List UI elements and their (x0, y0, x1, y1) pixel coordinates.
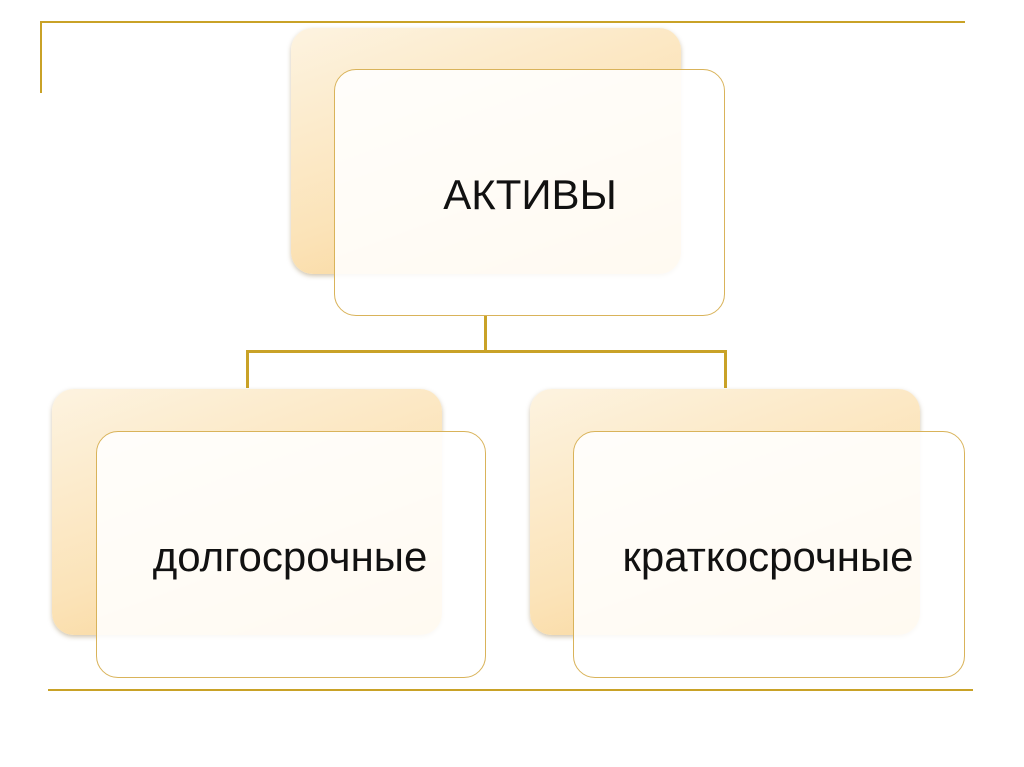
root-node-label: АКТИВЫ (443, 171, 617, 218)
connector-horizontal (246, 350, 727, 353)
bottom-frame-line (48, 689, 973, 691)
root-node-front-card (334, 69, 725, 316)
child-node-short-term-label: краткосрочные (622, 533, 914, 580)
child-node-short-term-front-card (573, 431, 965, 678)
connector-root-down (484, 316, 487, 352)
connector-left-down (246, 350, 249, 388)
left-frame-line (40, 21, 42, 93)
top-frame-line (40, 21, 965, 23)
child-node-long-term-label: долгосрочные (152, 533, 428, 580)
child-node-long-term-front-card (96, 431, 486, 678)
connector-right-down (724, 350, 727, 388)
